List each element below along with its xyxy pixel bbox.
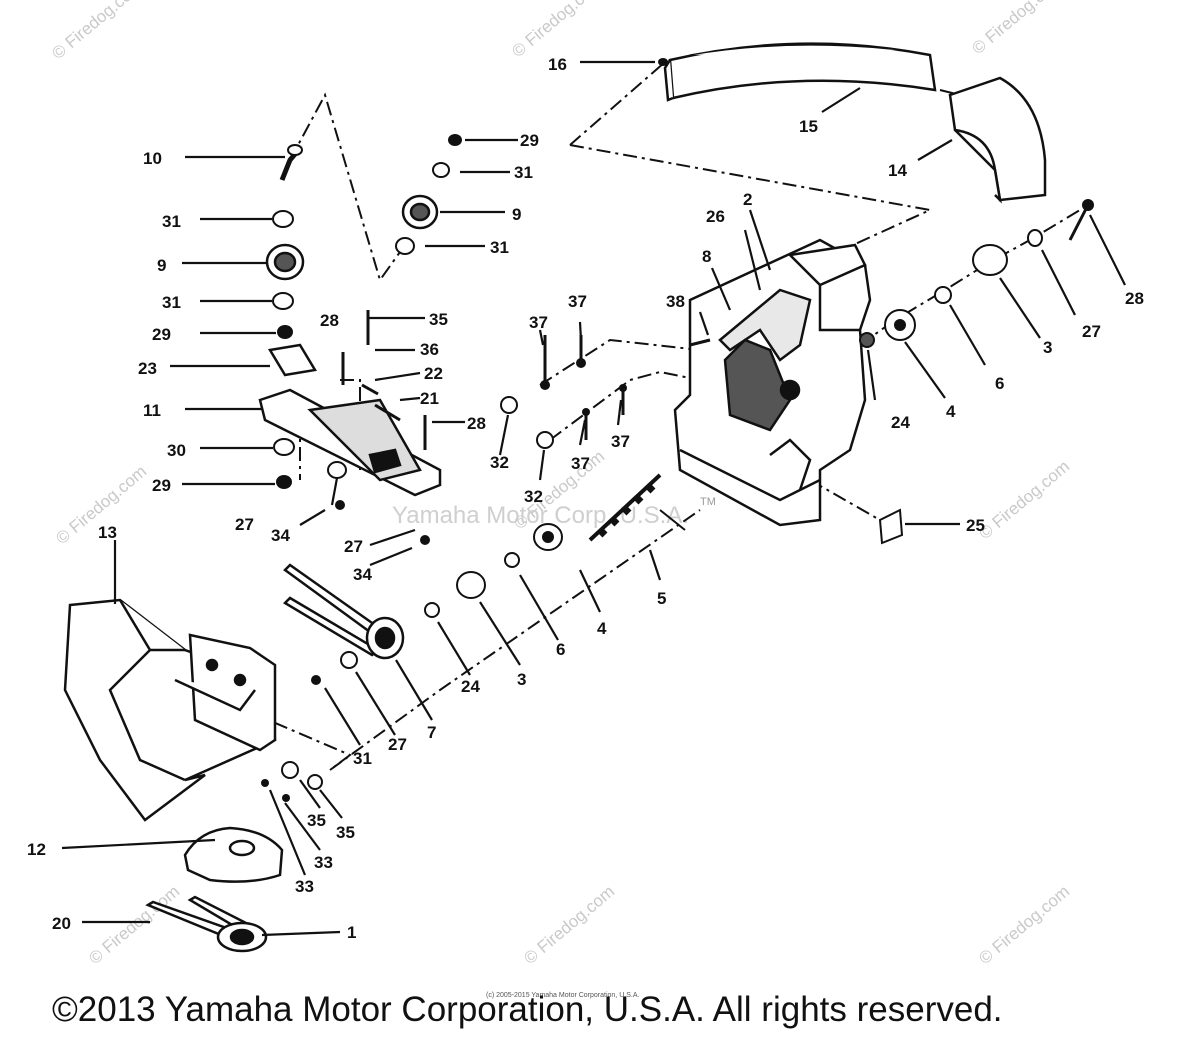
callout-25: 25 <box>966 516 985 535</box>
callout-33: 33 <box>314 853 333 872</box>
callout-26: 26 <box>706 207 725 226</box>
part-7-pulley <box>282 563 405 660</box>
callout-27: 27 <box>388 735 407 754</box>
callout-28: 28 <box>1125 289 1144 308</box>
callout-29: 29 <box>152 325 171 344</box>
part-25-plate <box>878 508 904 545</box>
watermark-text: © Firedog.com <box>85 882 183 968</box>
callout-24: 24 <box>461 677 480 696</box>
center-watermark: Yamaha Motor Corp, U.S.A. <box>392 502 689 529</box>
callout-11: 11 <box>143 401 161 420</box>
callout-4: 4 <box>946 402 956 421</box>
callout-37: 37 <box>568 292 587 311</box>
leader-lines <box>61 60 1126 937</box>
callout-22: 22 <box>424 364 443 383</box>
callout-36: 36 <box>420 340 439 359</box>
watermark-text: © Firedog.com <box>968 0 1066 58</box>
part-16-rivet <box>658 58 668 66</box>
callout-16: 16 <box>548 55 567 74</box>
callout-28: 28 <box>467 414 486 433</box>
callout-9: 9 <box>512 205 521 224</box>
callout-34: 34 <box>271 526 290 545</box>
callout-37: 37 <box>529 313 548 332</box>
part-5-bolt <box>588 473 686 542</box>
callout-31: 31 <box>162 212 181 231</box>
watermark-text: © Firedog.com <box>48 0 146 63</box>
part-10-bolt <box>279 144 303 181</box>
callout-37: 37 <box>571 454 590 473</box>
callout-10: 10 <box>143 149 162 168</box>
trademark-mark: TM <box>700 496 716 508</box>
washers <box>272 162 1043 790</box>
part-23-bracket <box>267 343 318 377</box>
callout-35: 35 <box>336 823 355 842</box>
callout-labels: 1 2 3 3 4 4 5 6 6 7 8 9 9 10 11 12 13 14… <box>27 55 1144 942</box>
copyright-notice: ©2013 Yamaha Motor Corporation, U.S.A. A… <box>52 990 1003 1029</box>
part-13-guard <box>63 598 277 822</box>
part-14-elbow <box>948 76 1047 204</box>
callout-9: 9 <box>157 256 166 275</box>
callout-20: 20 <box>52 914 71 933</box>
watermark-text: © Firedog.com <box>975 457 1073 543</box>
part-15-channel <box>663 42 937 102</box>
callout-35: 35 <box>429 310 448 329</box>
callout-31: 31 <box>162 293 181 312</box>
callout-21: 21 <box>420 389 439 408</box>
callout-31: 31 <box>353 749 372 768</box>
callout-34: 34 <box>353 565 372 584</box>
callout-31: 31 <box>514 163 533 182</box>
part-11-plate <box>258 388 442 497</box>
callout-6: 6 <box>995 374 1004 393</box>
part-9-pulley <box>265 194 439 281</box>
callout-14: 14 <box>888 161 907 180</box>
callout-3: 3 <box>517 670 526 689</box>
callout-32: 32 <box>490 453 509 472</box>
callout-4: 4 <box>597 619 607 638</box>
callout-37: 37 <box>611 432 630 451</box>
part-12-pad <box>183 826 284 883</box>
callout-13: 13 <box>98 523 117 542</box>
callout-29: 29 <box>152 476 171 495</box>
callout-29: 29 <box>520 131 539 150</box>
watermark-text: © Firedog.com <box>508 0 606 61</box>
callout-27: 27 <box>344 537 363 556</box>
callout-5: 5 <box>657 589 666 608</box>
callout-27: 27 <box>235 515 254 534</box>
callout-32: 32 <box>524 487 543 506</box>
callout-38: 38 <box>666 292 685 311</box>
nuts <box>261 134 1094 802</box>
callout-3: 3 <box>1043 338 1052 357</box>
part-1-idler <box>145 895 268 953</box>
watermark-text: © Firedog.com <box>520 882 618 968</box>
callout-31: 31 <box>490 238 509 257</box>
callout-1: 1 <box>347 923 356 942</box>
callout-2: 2 <box>743 190 752 209</box>
callout-33: 33 <box>295 877 314 896</box>
callout-12: 12 <box>27 840 46 859</box>
callout-6: 6 <box>556 640 565 659</box>
part-2-housing <box>673 238 872 527</box>
fine-print: (c) 2005-2015 Yamaha Motor Corporation, … <box>486 992 640 999</box>
callout-23: 23 <box>138 359 157 378</box>
callout-35: 35 <box>307 811 326 830</box>
callout-27: 27 <box>1082 322 1101 341</box>
callout-15: 15 <box>799 117 818 136</box>
callout-30: 30 <box>167 441 186 460</box>
callout-7: 7 <box>427 723 436 742</box>
callout-24: 24 <box>891 413 910 432</box>
callout-28: 28 <box>320 311 339 330</box>
callout-8: 8 <box>702 247 711 266</box>
watermark-text: © Firedog.com <box>975 882 1073 968</box>
